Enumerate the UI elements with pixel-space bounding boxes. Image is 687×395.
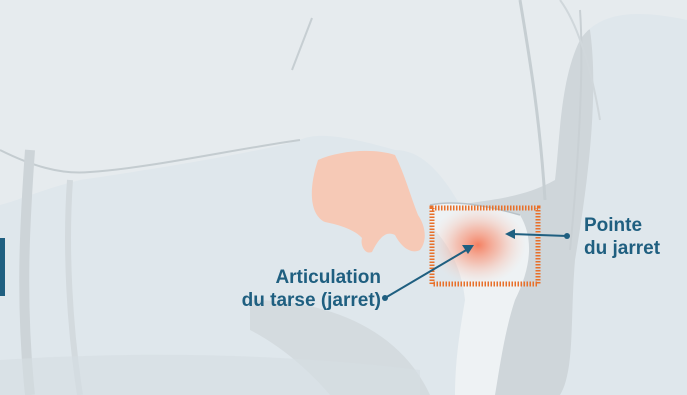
hock-point-label-line2: du jarret	[584, 237, 660, 260]
tarsal-joint-label: Articulation du tarse (jarret)	[242, 266, 381, 312]
tarsal-callout-dot	[382, 295, 388, 301]
hock-point-label: Pointe du jarret	[584, 214, 660, 260]
tarsal-joint-label-line2: du tarse (jarret)	[242, 289, 381, 312]
hock-point-label-line1: Pointe	[584, 214, 660, 237]
left-edge-accent-bar	[0, 238, 5, 296]
hock-glow	[430, 205, 526, 285]
hock-point-callout-dot	[564, 233, 570, 239]
tarsal-joint-label-line1: Articulation	[242, 266, 381, 289]
